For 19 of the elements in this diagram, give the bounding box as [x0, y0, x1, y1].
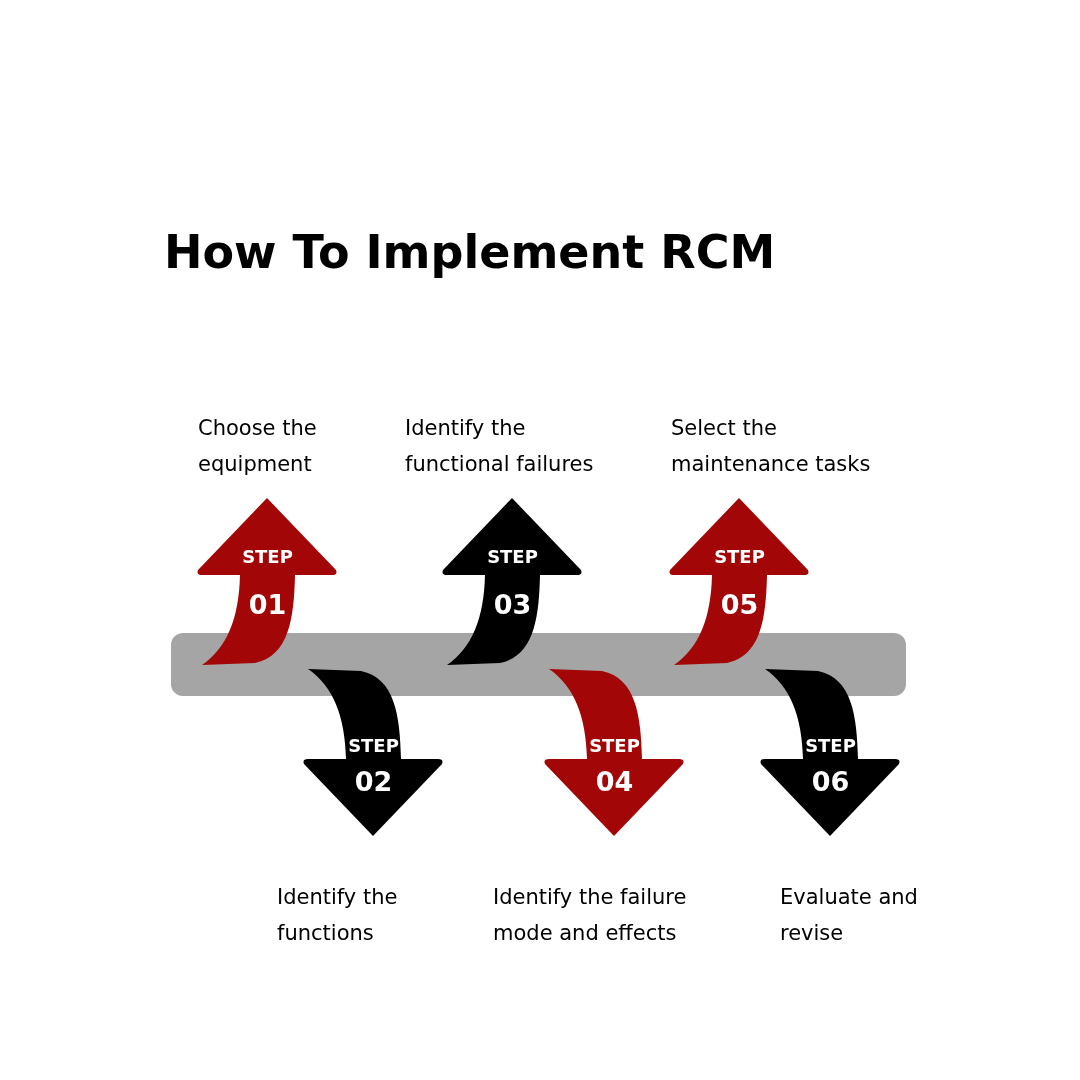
step-description: Choose the equipment [198, 415, 318, 478]
title: How To Implement RCM [164, 224, 776, 281]
step-label: STEP [713, 548, 766, 566]
step-number: 01 [247, 591, 288, 618]
step-description: Identify the functions [277, 884, 399, 947]
step-label: STEP [588, 737, 641, 755]
step-description: Identify the failure mode and effects [493, 884, 688, 947]
step-description: Identify the functional failures [405, 415, 595, 478]
step-description: Select the maintenance tasks [671, 415, 872, 478]
step-number: 03 [492, 591, 533, 618]
step-number: 02 [353, 768, 394, 795]
step-number: 04 [594, 768, 635, 795]
step-label: STEP [804, 737, 857, 755]
step-label: STEP [241, 548, 294, 566]
step-label: STEP [347, 737, 400, 755]
step-label: STEP [486, 548, 539, 566]
step-number: 05 [719, 591, 760, 618]
step-description: Evaluate and revise [780, 884, 919, 947]
step-number: 06 [810, 768, 851, 795]
